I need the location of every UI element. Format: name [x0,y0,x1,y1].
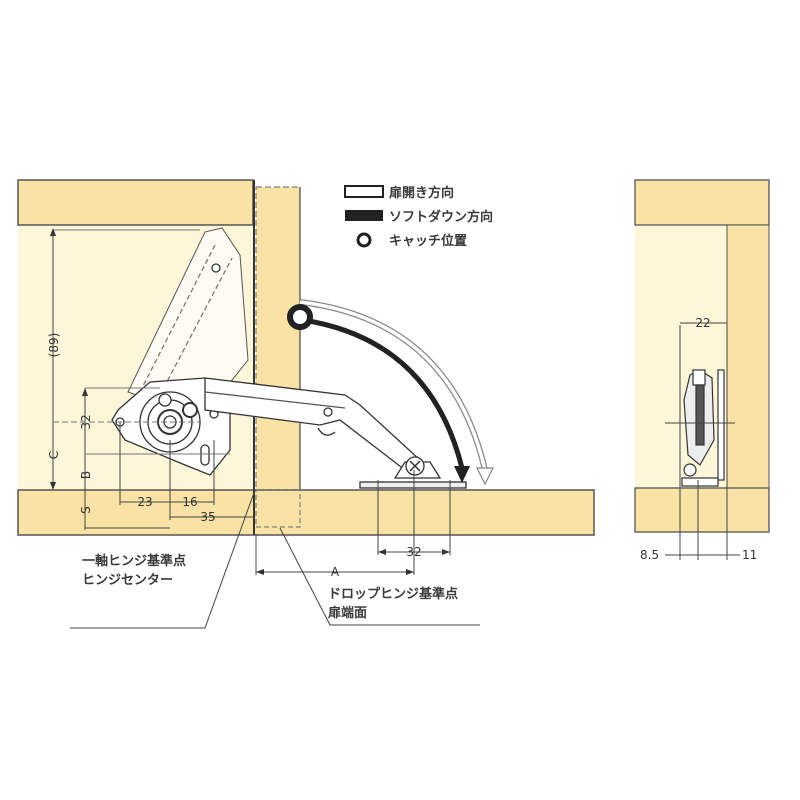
side-hinge [681,369,725,487]
open-direction-arrow [299,299,494,486]
dim-89: (89) [47,333,61,358]
legend-open-direction: 扉開き方向 [389,185,454,201]
callout-drop-2: 扉端面 [328,605,367,621]
dim-32-vertical: 32 [79,414,93,429]
legend-catch-position: キャッチ位置 [389,233,467,249]
callout-drop-1: ドロップヒンジ基準点 [328,586,458,602]
dim-c: C [47,451,61,459]
ring-icon [356,232,372,248]
catch-position-ring [287,304,313,330]
legend: 扉開き方向 ソフトダウン方向 キャッチ位置 [344,185,493,249]
open-box-icon [344,185,384,198]
dim-16: 16 [182,495,197,509]
dim-35: 35 [200,510,215,524]
callout-single-axis-2: ヒンジセンター [82,573,173,588]
dim-23: 23 [137,495,152,509]
legend-soft-down: ソフトダウン方向 [389,209,493,225]
side-top-panel [634,179,770,226]
dim-22: 22 [695,316,710,330]
dim-s: S [79,506,93,514]
dim-a: A [331,565,340,579]
callout-single-axis-1: 一軸ヒンジ基準点 [82,553,186,569]
dim-11: 11 [742,548,757,562]
dim-b: B [79,471,93,479]
side-bottom-panel [634,487,770,533]
side-door [726,224,770,489]
dim-32-bottom: 32 [406,545,421,559]
dim-8-5: 8.5 [640,548,659,562]
top-panel [17,179,254,226]
soft-down-arrow [302,317,470,483]
door-panel [255,186,301,492]
side-interior [635,226,727,488]
filled-box-icon [345,210,383,221]
